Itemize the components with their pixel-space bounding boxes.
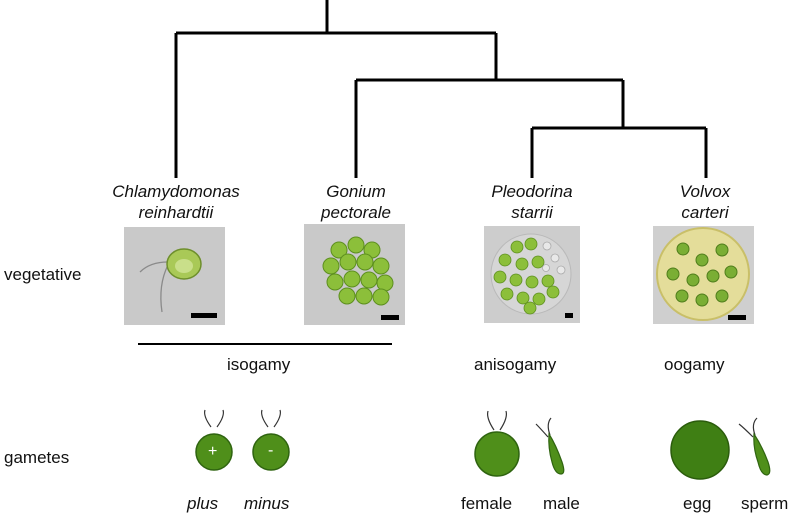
species-label-gonium: Gonium pectorale	[296, 181, 416, 223]
minus-sign: -	[268, 442, 274, 459]
gamete-label-female: female	[461, 494, 513, 513]
species-epithet: pectorale	[321, 203, 391, 222]
chlamydomonas-photo	[124, 227, 225, 325]
mating-oogamy: oogamy	[664, 355, 725, 374]
gamete-label-plus: plus	[187, 494, 219, 513]
species-epithet: starrii	[511, 203, 553, 222]
species-label-chlamydomonas: Chlamydomonas reinhardtii	[96, 181, 256, 223]
plus-sign: +	[208, 443, 218, 460]
sperm-gamete-icon	[738, 417, 771, 476]
minus-gamete-icon	[252, 409, 290, 471]
mating-isogamy: isogamy	[227, 355, 291, 374]
species-genus: Gonium	[326, 182, 386, 201]
gamete-label-minus: minus	[244, 494, 290, 513]
species-genus: Pleodorina	[491, 182, 573, 201]
female-gamete-icon	[474, 410, 520, 477]
species-genus: Volvox	[679, 182, 731, 201]
volvox-photo	[653, 226, 754, 324]
mating-anisogamy: anisogamy	[474, 355, 557, 374]
gamete-label-male: male	[543, 494, 580, 513]
male-gamete-icon	[535, 417, 565, 475]
pleodorina-photo	[484, 226, 580, 323]
plus-gamete-icon	[195, 409, 233, 471]
gonium-photo	[304, 224, 405, 325]
species-genus: Chlamydomonas	[112, 182, 240, 201]
egg-gamete-icon	[670, 420, 730, 480]
row-label-vegetative: vegetative	[4, 265, 82, 284]
species-label-volvox: Volvox carteri	[645, 181, 765, 223]
gamete-label-sperm: sperm	[741, 494, 789, 513]
species-epithet: carteri	[681, 203, 729, 222]
row-label-gametes: gametes	[4, 448, 70, 467]
gamete-label-egg: egg	[683, 494, 712, 513]
species-epithet: reinhardtii	[138, 203, 214, 222]
species-label-pleodorina: Pleodorina starrii	[472, 181, 592, 223]
